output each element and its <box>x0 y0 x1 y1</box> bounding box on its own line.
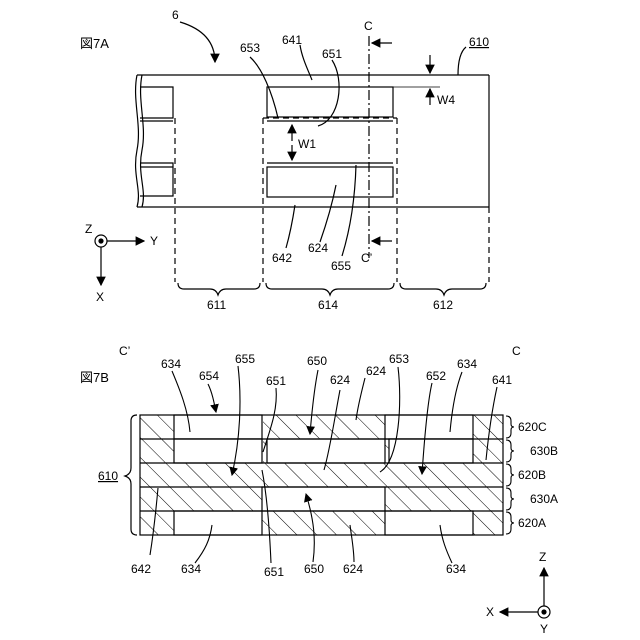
label-634-b: 634 <box>457 357 477 371</box>
label-641: 641 <box>492 373 512 387</box>
label-624: 624 <box>308 241 328 255</box>
label-c-prime-left: C’ <box>119 344 130 358</box>
axis-x-label-b: X <box>486 605 494 619</box>
leader-655 <box>342 165 356 256</box>
leader-624 <box>320 185 336 242</box>
plate-break-line-1 <box>136 75 139 207</box>
fig7b-title: 図7B <box>80 370 109 385</box>
layer-braces <box>506 416 514 534</box>
fig7b: 図7B <box>80 366 514 563</box>
label-651-a: 651 <box>266 374 286 388</box>
brace-614 <box>266 283 394 295</box>
label-624-a: 624 <box>330 373 350 387</box>
leader-642 <box>286 205 295 248</box>
axis-y-label-b: Y <box>540 622 548 636</box>
label-642: 642 <box>272 251 292 265</box>
label-w1: W1 <box>298 137 316 151</box>
label-641: 641 <box>282 33 302 47</box>
left-slot-upper <box>140 87 173 118</box>
leader-610 <box>458 47 466 75</box>
left-slot-lower <box>140 163 173 196</box>
brace-611 <box>178 283 260 295</box>
fig7b-axes <box>500 568 550 618</box>
leader-6 <box>180 22 215 62</box>
label-642: 642 <box>131 562 151 576</box>
brace-612 <box>400 283 486 295</box>
layer-label-620a: 620A <box>518 516 546 530</box>
brace-610 <box>125 415 137 535</box>
label-c-right: C <box>512 344 521 358</box>
fig7a-title: 図7A <box>80 36 109 51</box>
label-614: 614 <box>318 298 338 312</box>
leader-651 <box>318 60 339 126</box>
label-653: 653 <box>389 352 409 366</box>
label-6: 6 <box>172 8 179 22</box>
layer-label-620b: 620B <box>518 468 546 482</box>
center-slot-lower <box>267 167 393 197</box>
fig7b-layer-labels: 620C 630B 620B 630A 620A <box>518 420 558 530</box>
label-611: 611 <box>207 298 226 312</box>
label-c-top: C <box>364 19 373 33</box>
fig7a-axes <box>95 235 144 285</box>
label-653: 653 <box>240 41 260 55</box>
label-c-prime-bottom: C’ <box>361 251 372 265</box>
label-650-a: 650 <box>307 354 327 368</box>
label-652: 652 <box>426 369 446 383</box>
label-634-a: 634 <box>161 357 181 371</box>
plate-break-line-2 <box>141 75 144 207</box>
label-634-c: 634 <box>181 562 201 576</box>
label-610-b: 610 <box>98 469 118 483</box>
layer-label-630b: 630B <box>530 444 558 458</box>
label-655: 655 <box>331 259 351 273</box>
label-w4: W4 <box>437 93 455 107</box>
label-634-d: 634 <box>446 562 466 576</box>
label-655: 655 <box>235 352 255 366</box>
label-654: 654 <box>199 369 219 383</box>
label-650-b: 650 <box>304 562 324 576</box>
label-612: 612 <box>433 298 453 312</box>
layer-label-630a: 630A <box>530 492 558 506</box>
label-624-b: 624 <box>366 364 386 378</box>
axis-z-label-b: Z <box>539 550 546 564</box>
center-slot-upper <box>267 87 393 117</box>
fig7a-labels: 6 610 641 651 653 C W4 W1 642 624 655 C’… <box>172 8 489 312</box>
label-610: 610 <box>469 35 489 49</box>
label-624-c: 624 <box>343 562 363 576</box>
axis-y-label-a: Y <box>150 234 158 248</box>
axis-x-label-a: X <box>96 290 104 304</box>
label-651: 651 <box>322 47 342 61</box>
axis-z-label-a: Z <box>85 222 92 236</box>
layer-label-620c: 620C <box>518 420 547 434</box>
label-651-b: 651 <box>264 565 284 579</box>
